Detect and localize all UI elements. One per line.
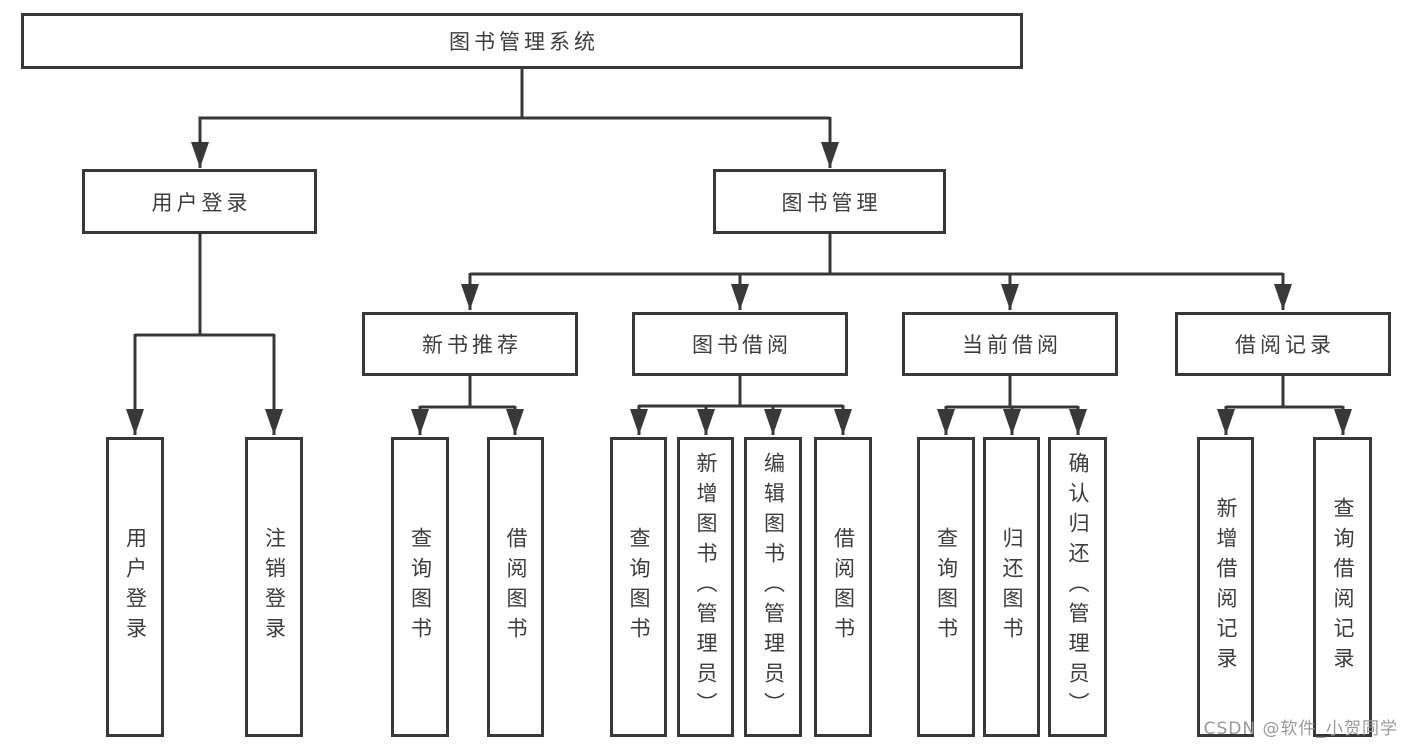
leaf-logout-label: 注销登录 (262, 527, 287, 647)
leaf-query-books-current: 查询图书 (917, 437, 975, 737)
leaf-edit-books-admin-label: 编辑图书（管理员） (761, 452, 786, 722)
leaf-borrow-books-recommend-label: 借阅图书 (504, 527, 528, 647)
connector-records-to-leaves (1217, 376, 1352, 435)
leaf-edit-books-admin: 编辑图书（管理员） (744, 437, 802, 737)
leaf-confirm-return-admin: 确认归还（管理员） (1048, 437, 1107, 737)
node-book-management: 图书管理 (713, 169, 946, 234)
leaf-query-books-borrowing: 查询图书 (610, 437, 667, 737)
node-new-book-recommend: 新书推荐 (362, 312, 578, 376)
leaf-query-books-recommend: 查询图书 (391, 437, 449, 737)
connector-borrowing-to-leaves (630, 376, 852, 435)
leaf-add-borrow-record: 新增借阅记录 (1197, 437, 1254, 737)
leaf-borrow-books-recommend: 借阅图书 (487, 437, 544, 737)
connector-book-management-to-level3 (461, 234, 1292, 310)
leaf-user-login-label: 用户登录 (123, 527, 148, 647)
leaf-confirm-return-admin-label: 确认归还（管理员） (1066, 452, 1090, 722)
node-book-borrowing: 图书借阅 (632, 312, 848, 376)
leaf-add-borrow-record-label: 新增借阅记录 (1214, 497, 1238, 677)
leaf-query-books-borrowing-label: 查询图书 (627, 527, 651, 647)
connector-root-to-level2 (191, 69, 839, 168)
leaf-query-borrow-record: 查询借阅记录 (1313, 437, 1372, 737)
leaf-add-books-admin-label: 新增图书（管理员） (694, 452, 718, 722)
leaf-borrow-books-borrowing: 借阅图书 (814, 437, 872, 737)
node-borrowing-records: 借阅记录 (1175, 312, 1391, 376)
connector-current-to-leaves (937, 376, 1087, 435)
leaf-add-books-admin: 新增图书（管理员） (677, 437, 734, 737)
csdn-watermark: CSDN @软件_小贺同学 (1203, 719, 1398, 739)
connector-user-login-to-leaves (126, 234, 283, 435)
leaf-borrow-books-borrowing-label: 借阅图书 (831, 527, 856, 647)
leaf-return-books-label: 归还图书 (1000, 527, 1024, 647)
leaf-return-books: 归还图书 (983, 437, 1040, 737)
leaf-query-borrow-record-label: 查询借阅记录 (1331, 497, 1355, 677)
leaf-logout: 注销登录 (245, 437, 303, 737)
node-current-borrowing: 当前借阅 (902, 312, 1118, 376)
node-library-management-system: 图书管理系统 (21, 13, 1023, 69)
leaf-query-books-current-label: 查询图书 (934, 527, 959, 647)
connector-recommend-to-leaves (411, 376, 524, 435)
leaf-user-login: 用户登录 (106, 437, 164, 737)
node-user-login: 用户登录 (82, 169, 317, 234)
leaf-query-books-recommend-label: 查询图书 (408, 527, 433, 647)
